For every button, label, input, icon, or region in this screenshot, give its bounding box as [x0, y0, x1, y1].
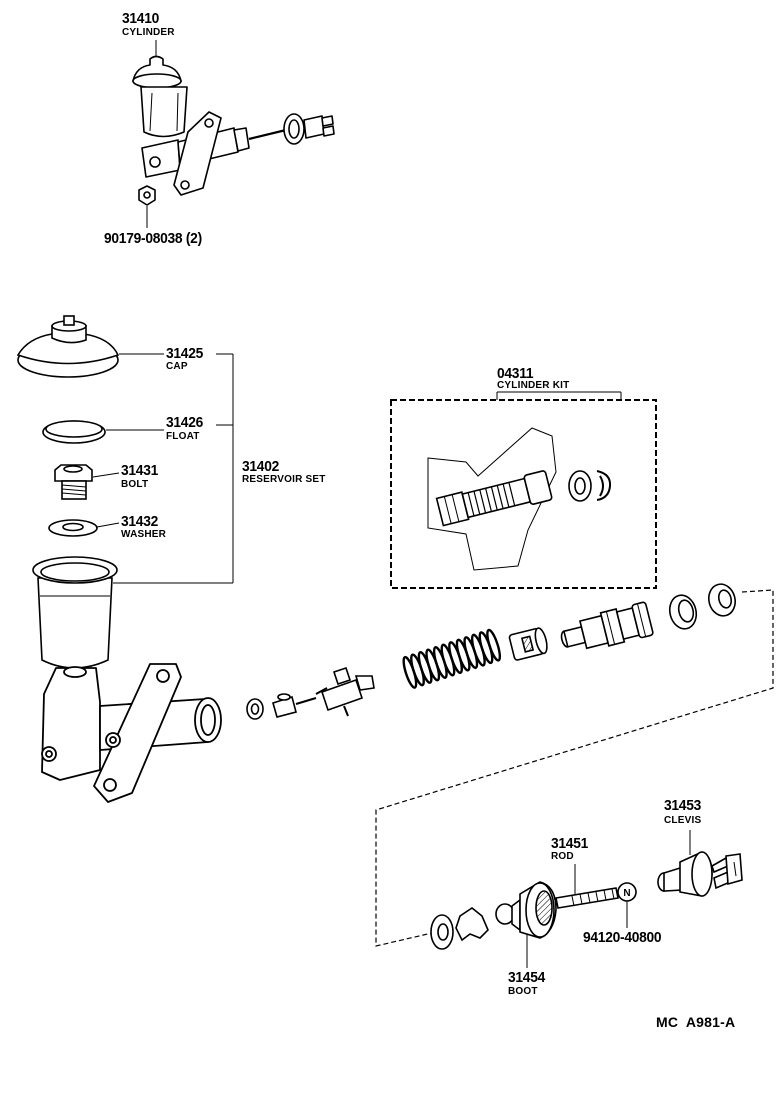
top-boot	[283, 113, 305, 145]
assembly-connector-dashed	[375, 589, 774, 947]
reservoir-set	[16, 315, 234, 669]
clevis-part-number: 31453	[664, 797, 702, 814]
rod-part	[555, 887, 619, 909]
rod-nut-symbol: N	[623, 888, 630, 899]
leader-bolt	[92, 472, 120, 478]
clevis-part-name: CLEVIS	[664, 815, 702, 826]
bolt-part-name: BOLT	[121, 479, 149, 490]
spring-retainer	[315, 666, 375, 717]
bolt-part-number: 31431	[121, 462, 159, 479]
rod-part-name: ROD	[551, 851, 574, 862]
cap-part-name: CAP	[166, 361, 188, 372]
cylinder-kit-box	[390, 391, 657, 589]
rod-nut-part-number: 94120-40800	[583, 929, 662, 946]
master-cylinder-body	[41, 663, 222, 803]
cylinder-kit-part-number: 04311	[497, 365, 534, 382]
leader-washer	[96, 522, 120, 528]
rod-washer	[430, 914, 454, 950]
piston-sleeve	[508, 627, 548, 661]
boot-part	[495, 881, 557, 939]
inlet-ring	[246, 698, 264, 720]
internal-parts	[246, 583, 736, 720]
cylinder-kit-part-name: CYLINDER KIT	[497, 380, 570, 391]
kit-seal	[568, 470, 592, 502]
kit-piston-assembly	[435, 470, 553, 527]
washer-part	[48, 519, 98, 537]
boot-part-number: 31454	[508, 969, 546, 986]
body-mount-flange	[93, 663, 182, 803]
cap-part	[16, 315, 120, 378]
top-mount-flange	[173, 111, 222, 196]
bolt-part	[54, 464, 93, 500]
reservoir-set-part-number: 31402	[242, 458, 280, 475]
top-outlet-block	[141, 139, 181, 178]
return-spring	[402, 628, 502, 689]
washer-part-number: 31432	[121, 513, 159, 530]
rod-clip	[455, 907, 489, 942]
piston-cup-1	[668, 594, 698, 630]
reservoir-bracket	[113, 353, 234, 584]
cap-part-number: 31425	[166, 345, 204, 362]
primary-piston	[560, 601, 654, 650]
reservoir-body	[32, 556, 118, 669]
float-part-name: FLOAT	[166, 431, 200, 442]
washer-part-name: WASHER	[121, 529, 167, 540]
kit-snap-ring	[596, 470, 612, 501]
cylinder-part-number: 31410	[122, 10, 160, 27]
reservoir-set-part-name: RESERVOIR SET	[242, 474, 326, 485]
cylinder-assembly-31410	[132, 40, 335, 228]
push-rod-parts: N	[430, 830, 743, 968]
top-clevis	[303, 115, 335, 139]
piston-cup-2	[708, 583, 736, 617]
clevis-part	[657, 851, 743, 897]
float-part	[42, 420, 106, 444]
rod-part-number: 31451	[551, 835, 589, 852]
boot-part-name: BOOT	[508, 986, 538, 997]
top-push-rod	[248, 128, 287, 141]
rod-nut: N	[617, 882, 637, 902]
check-valve	[272, 693, 317, 718]
figure-code: MC A981-A	[656, 1014, 736, 1030]
top-reservoir-body	[140, 86, 188, 138]
float-part-number: 31426	[166, 414, 204, 431]
mount-nut-part-number: 90179-08038 (2)	[104, 230, 202, 247]
cylinder-part-name: CYLINDER	[122, 27, 175, 38]
